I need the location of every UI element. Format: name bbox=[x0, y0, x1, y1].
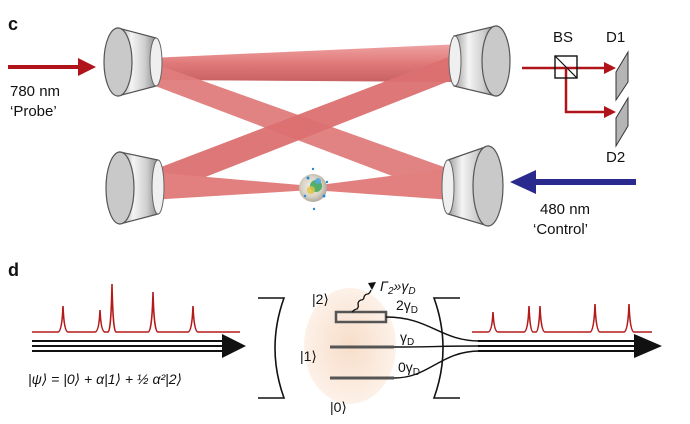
detector-d2-label: D2 bbox=[606, 149, 625, 166]
linewidth-2-label: 2γD bbox=[396, 297, 418, 316]
decay-rate-label: Γ2»γD bbox=[380, 278, 416, 297]
control-wavelength-label: 480 nm bbox=[540, 201, 590, 218]
beam-diagonal-2 bbox=[148, 52, 462, 198]
output-beams bbox=[522, 62, 616, 118]
mirror-top-left bbox=[103, 27, 163, 97]
mirror-bottom-right bbox=[441, 145, 504, 227]
beam-bottom bbox=[150, 168, 452, 200]
probe-wavelength-label: 780 nm bbox=[10, 83, 60, 100]
input-state-formula: |ψ⟩ = |0⟩ + α|1⟩ + ½ α²|2⟩ bbox=[28, 371, 182, 387]
detector-d1-label: D1 bbox=[606, 29, 625, 46]
atom-cloud bbox=[299, 167, 329, 211]
detector-d1 bbox=[615, 50, 629, 102]
decay-wavy-arrow bbox=[351, 282, 376, 313]
output-spectrum bbox=[472, 303, 652, 333]
beam-splitter-label: BS bbox=[553, 29, 573, 46]
level-output-paths bbox=[385, 316, 481, 379]
cavity-mirror-left bbox=[258, 297, 286, 399]
panel-c-label: c bbox=[8, 14, 18, 34]
cavity-beams bbox=[148, 44, 462, 200]
input-spectrum bbox=[32, 283, 240, 333]
beam-top bbox=[150, 44, 462, 82]
cavity-mirror-right bbox=[432, 297, 460, 399]
probe-name-label: ‘Probe’ bbox=[10, 103, 57, 120]
linewidth-0-label: 0γD bbox=[398, 359, 420, 378]
state-1-label: |1⟩ bbox=[300, 348, 317, 364]
mirror-bottom-left bbox=[105, 151, 165, 225]
input-photon-arrow bbox=[32, 334, 246, 358]
linewidth-1-label: γD bbox=[400, 329, 414, 348]
output-photon-arrow bbox=[478, 334, 662, 358]
state-0-label: |0⟩ bbox=[330, 399, 347, 415]
panel-d-label: d bbox=[8, 260, 19, 280]
probe-input-arrow bbox=[8, 58, 96, 76]
control-input-arrow bbox=[510, 170, 636, 194]
detector-d2 bbox=[615, 96, 629, 148]
mirror-top-right bbox=[448, 25, 511, 97]
state-2-label: |2⟩ bbox=[312, 291, 329, 307]
control-name-label: ‘Control’ bbox=[533, 221, 588, 238]
beam-splitter bbox=[554, 55, 578, 79]
